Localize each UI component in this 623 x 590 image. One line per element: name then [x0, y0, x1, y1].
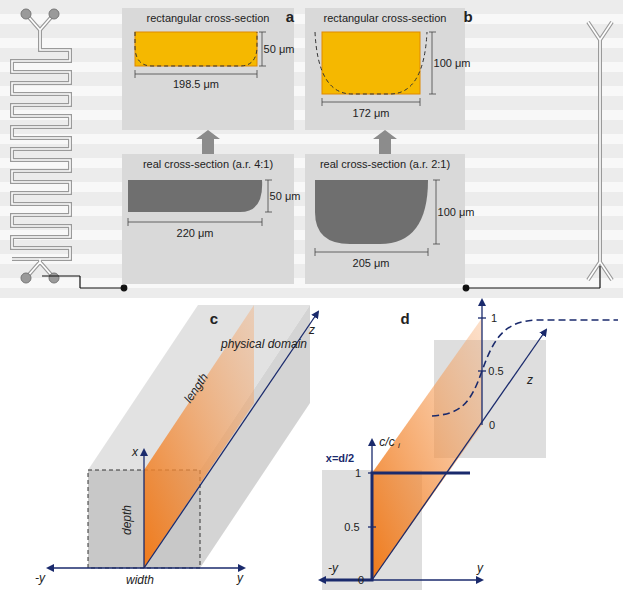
dimension-label: 100 μm	[434, 58, 471, 69]
port-circle	[49, 273, 59, 283]
axis-label: z	[309, 324, 315, 336]
tick-label: 0	[358, 575, 364, 586]
axis-label: -y	[328, 562, 338, 574]
dimension-label: 205 μm	[353, 258, 390, 269]
panel-heading: rectangular cross-section	[305, 8, 465, 24]
panel-heading: real cross-section (a.r. 4:1)	[122, 154, 294, 170]
port-circle	[21, 9, 31, 19]
axis-subscript: i	[398, 442, 400, 450]
panel-letter: c	[210, 311, 218, 326]
panel-heading: rectangular cross-section	[122, 8, 294, 24]
tick-label: 1	[355, 468, 361, 479]
tick-label: 1	[491, 313, 497, 324]
port-circle	[21, 273, 31, 283]
dimension-label: 50 μm	[270, 191, 301, 202]
profile-label: x=d/2	[326, 453, 354, 464]
port-circle	[49, 9, 59, 19]
axis-label: z	[527, 374, 533, 386]
panel-letter: d	[400, 311, 409, 326]
panel-letter: a	[286, 9, 294, 24]
axis-label: y	[477, 562, 483, 574]
serpentine-channel	[12, 14, 70, 278]
axis-label: y	[237, 572, 243, 584]
dimension-label: 172 μm	[353, 108, 390, 119]
serpentine-channel-inner	[12, 14, 70, 278]
block-arrow	[373, 130, 397, 154]
tick-label: 0.5	[488, 366, 503, 377]
cross-section-panel: rectangular cross-section	[122, 8, 294, 130]
axis-label: physical domain	[221, 338, 307, 350]
dimension-label: 100 μm	[438, 207, 475, 218]
panel-letter: b	[463, 9, 472, 24]
tick-label: 0.5	[344, 522, 359, 533]
dimension-label: 198.5 μm	[173, 79, 219, 90]
tick-label: 0	[489, 420, 495, 431]
axis-label: x	[132, 446, 138, 458]
axis-label: c/c	[379, 436, 394, 448]
axis-label: depth	[121, 505, 133, 535]
panel-heading: real cross-section (a.r. 2:1)	[305, 154, 465, 170]
dimension-label: 220 μm	[177, 228, 214, 239]
axis-label: width	[126, 574, 154, 586]
axis-label: -y	[35, 572, 45, 584]
dimension-label: 50 μm	[264, 44, 295, 55]
block-arrow	[196, 130, 220, 154]
cross-section-panel: real cross-section (a.r. 4:1)	[122, 154, 294, 284]
